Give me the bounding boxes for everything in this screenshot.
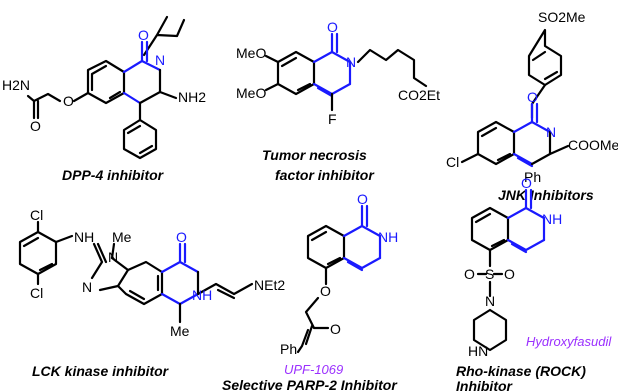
tnf-meo-bottom: MeO xyxy=(236,85,266,101)
parp2-carbonyl-o: O xyxy=(357,191,368,207)
compound-dpp4: O N O O H2N NH2 DPP-4 inhibitor xyxy=(2,15,206,183)
compound-jnk: SO2Me O N Cl Ph COOMe JNK Inhibitors xyxy=(446,9,618,203)
parp2-phenyl: Ph xyxy=(280,341,297,357)
parp2-ketone-o: O xyxy=(330,321,341,337)
rock-hn: HN xyxy=(468,343,488,359)
rock-caption-line2: Inhibitor xyxy=(456,378,514,392)
parp2-caption: Selective PARP-2 Inhibitor xyxy=(222,377,398,392)
parp2-ether-o: O xyxy=(320,283,331,299)
jnk-chlorine: Cl xyxy=(446,154,459,170)
tnf-ring-n: N xyxy=(346,54,356,70)
jnk-carbonyl-o: O xyxy=(527,89,538,105)
tnf-caption-line2: factor inhibitor xyxy=(275,167,375,183)
rock-sulfur: S xyxy=(485,266,494,282)
jnk-so2me: SO2Me xyxy=(538,9,586,25)
lck-nh-link: NH xyxy=(74,229,94,245)
compound-lck: Cl Cl NH N Me N O NH NEt2 Me LCK kinase … xyxy=(18,207,285,379)
dpp4-nh2: NH2 xyxy=(178,89,206,105)
dpp4-carbonyl-o: O xyxy=(138,27,149,43)
rock-nh: NH xyxy=(542,211,562,227)
jnk-caption: JNK Inhibitors xyxy=(498,187,594,203)
lck-n-imid: N xyxy=(82,279,92,295)
rock-carbonyl-o: O xyxy=(521,175,532,191)
tnf-meo-top: MeO xyxy=(236,45,266,61)
lck-me-n: Me xyxy=(112,229,132,245)
tnf-caption-line1: Tumor necrosis xyxy=(262,147,367,163)
rock-caption-line1: Rho-kinase (ROCK) xyxy=(456,363,586,379)
compound-tnf: O N MeO MeO F CO2Et Tumor necrosis facto… xyxy=(236,19,440,183)
lck-net2: NEt2 xyxy=(254,277,285,293)
tnf-carbonyl-o: O xyxy=(327,19,338,35)
jnk-ester: COOMe xyxy=(568,137,618,153)
lck-cl-bottom: Cl xyxy=(30,285,43,301)
compound-rock: O NH S O O N HN Hydroxyfasudil Rho-kinas… xyxy=(456,175,612,392)
lck-me-bottom: Me xyxy=(170,323,190,339)
rock-o-right: O xyxy=(504,266,515,282)
lck-cl-top: Cl xyxy=(30,207,43,223)
dpp4-caption: DPP-4 inhibitor xyxy=(62,167,165,183)
compound-parp2: O NH O O Ph UPF-1069 Selective PARP-2 In… xyxy=(222,191,398,392)
parp2-drug-name: UPF-1069 xyxy=(284,362,343,377)
rock-drug-name: Hydroxyfasudil xyxy=(526,334,612,349)
lck-carbonyl-o: O xyxy=(176,229,187,245)
lck-n-top: N xyxy=(108,249,118,265)
rock-n-top: N xyxy=(485,293,495,309)
jnk-phenyl: Ph xyxy=(524,169,541,185)
lck-nh-ring: NH xyxy=(192,287,212,303)
rock-o-left: O xyxy=(464,266,475,282)
lck-caption: LCK kinase inhibitor xyxy=(32,363,170,379)
jnk-ring-n: N xyxy=(546,124,556,140)
tnf-ester: CO2Et xyxy=(398,87,440,103)
parp2-nh: NH xyxy=(378,229,398,245)
dpp4-ether-o: O xyxy=(63,93,74,109)
dpp4-amide-o: O xyxy=(30,118,41,134)
dpp4-ring-n: N xyxy=(155,52,165,68)
dpp4-amide-nh2: H2N xyxy=(2,77,30,93)
tnf-fluorine: F xyxy=(328,111,337,127)
